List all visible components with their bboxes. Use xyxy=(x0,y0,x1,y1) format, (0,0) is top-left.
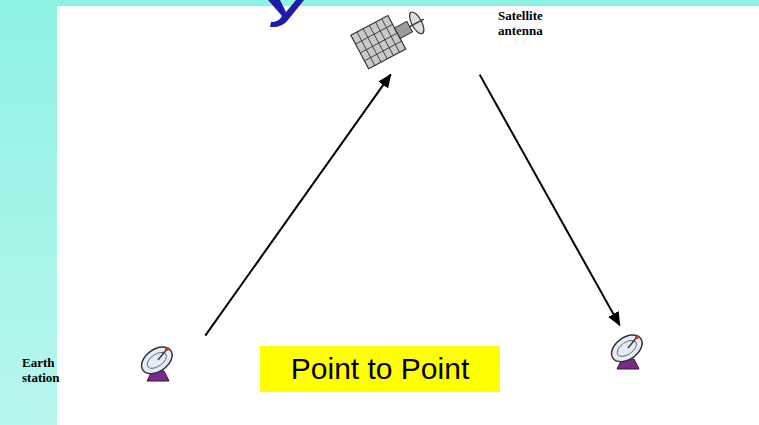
dish-reflector xyxy=(137,342,177,380)
node-label: Earth station xyxy=(22,355,82,385)
satellite-node: Satellite antenna xyxy=(350,0,576,72)
satellite-body xyxy=(394,21,412,38)
solar-panel xyxy=(351,16,406,69)
dish-feed xyxy=(628,337,637,348)
earth-station-icon xyxy=(607,330,647,369)
panel-grid xyxy=(351,16,406,69)
top-bar xyxy=(0,0,759,6)
dish-feed-horn xyxy=(635,335,639,339)
title-box: Point to Point xyxy=(260,346,500,392)
dish-feed xyxy=(158,349,167,360)
signal-arrow xyxy=(480,75,620,326)
dish-rim xyxy=(144,349,169,371)
signal-arrow xyxy=(205,74,390,335)
dish-rim xyxy=(614,337,639,359)
earth-station-icon xyxy=(137,342,177,381)
satellite-icon xyxy=(351,1,432,68)
dish-reflector xyxy=(607,330,647,368)
earth-station-node: Earth station xyxy=(15,338,215,391)
satellite-dish xyxy=(407,10,427,36)
node-label: Satellite antenna xyxy=(498,8,570,38)
dish-feed xyxy=(410,19,424,27)
title-fragment xyxy=(268,0,304,27)
earth-station-node xyxy=(605,328,651,376)
dish-feed-horn xyxy=(165,347,169,351)
box-title: Point to Point xyxy=(291,352,469,386)
